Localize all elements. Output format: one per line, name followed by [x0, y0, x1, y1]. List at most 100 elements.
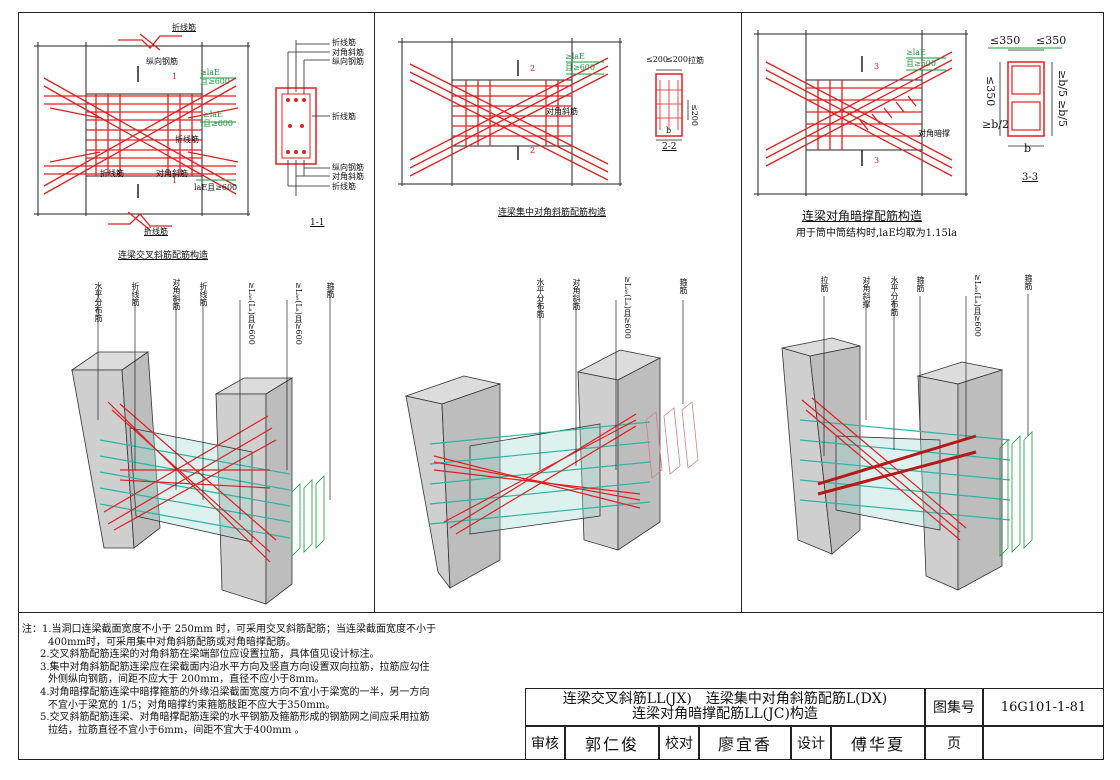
p1-iso-label-6: 箍筋 — [326, 282, 335, 298]
tb-atlas-label: 图集号 — [925, 688, 983, 726]
note-line-4: 外侧纵向钢筋，间距不应大于 200mm，直径不应小于8mm。 — [48, 674, 325, 686]
p1-caption: 连梁交叉斜筋配筋构造 — [118, 251, 209, 261]
panel-divider-2 — [741, 12, 742, 612]
panel2-elevation — [398, 38, 622, 186]
tb-page-label: 页 — [925, 726, 983, 760]
section-2-2 — [655, 69, 689, 141]
panel2-iso-bars — [429, 300, 699, 535]
p2-iso-label-0: 水平分布筋 — [536, 278, 545, 318]
notes-divider — [18, 612, 1104, 613]
p2-dim3: ≤200 — [690, 104, 699, 126]
tb-title: 连梁交叉斜筋LL(JX) 连梁集中对角斜筋配筋L(DX) 连梁对角暗撑配筋LL(… — [525, 688, 925, 726]
section-label-2-2: 2-2 — [662, 142, 677, 152]
p2-anchorb: 且≥600 — [565, 63, 595, 72]
note-line-0: 注：1.当洞口连梁截面宽度不小于 250mm 时，可采用交叉斜筋配筋；当连梁截面… — [22, 624, 436, 635]
panel1-elevation — [34, 42, 250, 216]
note-line-5: 4.对角暗撑配筋连梁中暗撑箍筋的外缘沿梁截面宽度方向不宜小于梁宽的一半，另一方向 — [40, 686, 430, 698]
sec1-label-0: 折线筋 — [332, 38, 356, 47]
panel2-dims — [566, 61, 604, 75]
p3-caption: 连梁对角暗撑配筋构造 — [802, 209, 923, 223]
p1-label-zhexian-mid: 折线筋 — [175, 135, 199, 144]
tb-design-name: 傅华夏 — [831, 726, 925, 760]
panel2-iso — [404, 349, 662, 590]
panel3-iso — [781, 337, 1004, 591]
p2-mark-top: 2 — [530, 64, 536, 73]
p3-iso-label-5: 箍筋 — [1024, 274, 1033, 290]
p3-mark-top: 3 — [874, 62, 880, 71]
panel3-dims — [906, 57, 946, 71]
p3-subcaption: 用于筒中筒结构时,laE均取为1.15la — [796, 228, 958, 239]
p1-iso-label-3: 折线筋 — [199, 282, 208, 306]
sec1-label-3: 折线筋 — [332, 112, 356, 121]
p2-caption: 连梁集中对角斜筋配筋构造 — [498, 208, 607, 218]
p3-anchorb: 且≥600 — [906, 59, 936, 68]
section-label-3-3: 3-3 — [1022, 172, 1039, 183]
p1-iso-label-4: ≥Lₐₑ(Lₐ)且≥600 — [247, 282, 256, 345]
tb-atlas-no: 16G101-1-81 — [983, 688, 1104, 726]
p1-mark-bot: 1 — [172, 176, 178, 185]
p3-d2: ≤350 — [1036, 34, 1067, 47]
panel3-iso-bars — [799, 294, 1033, 557]
tb-check-name: 廖宜香 — [699, 726, 791, 760]
p1-iso-label-2: 对角斜筋 — [172, 278, 181, 310]
panel3-elevation — [754, 30, 968, 196]
p2-diag: 对角斜筋 — [546, 107, 578, 116]
p1-label-zhexian-top: 折线筋 — [172, 23, 196, 32]
tb-review-name: 郭仁俊 — [565, 726, 659, 760]
p2-iso-label-3: 箍筋 — [679, 278, 688, 294]
p3-mark-bot: 3 — [874, 156, 880, 165]
p2-iso-label-2: ≥Lₐₑ(Lₐ)且≥600 — [623, 276, 632, 339]
p1-anchor3: laE且≥600 — [194, 183, 238, 192]
p1-label-zongxiang: 纵向钢筋 — [146, 57, 178, 66]
p3-iso-label-3: 箍筋 — [916, 276, 925, 292]
p1-label-duijiao-bot: 对角斜筋 — [156, 169, 188, 178]
p3-d5: ≥b/5 — [1056, 100, 1069, 127]
panel3-rebars — [765, 51, 953, 177]
p2-anchor: ≥laE — [565, 52, 585, 61]
notes: 注：1.当洞口连梁截面宽度不小于 250mm 时，可采用交叉斜筋配筋；当连梁截面… — [22, 624, 522, 737]
p3-d4: ≥b/5 — [1056, 70, 1069, 97]
p3-diag: 对角暗撑 — [918, 129, 950, 138]
p3-d1: ≤350 — [990, 34, 1021, 47]
sec1-label-5: 对角斜筋 — [332, 172, 364, 181]
p1-anchor2b: 且≥600 — [203, 119, 233, 128]
sec1-label-4: 纵向钢筋 — [332, 163, 364, 172]
panel-divider-1 — [374, 12, 375, 612]
p2-lajin: 拉筋 — [688, 56, 704, 65]
p2-mark-bot: 2 — [530, 146, 536, 155]
panel1-iso — [70, 351, 294, 605]
p3-iso-label-0: 拉筋 — [820, 276, 829, 292]
tb-title-line1: 连梁交叉斜筋LL(JX) 连梁集中对角斜筋配筋L(DX) — [562, 691, 888, 707]
panel2-rebars — [409, 57, 609, 181]
tb-title-line2: 连梁对角暗撑配筋LL(JC)构造 — [632, 706, 818, 722]
p3-b: b — [1024, 142, 1032, 155]
sec1-label-6: 折线筋 — [332, 182, 356, 191]
p3-d3: ≤350 — [984, 76, 997, 107]
title-block: 连梁交叉斜筋LL(JX) 连梁集中对角斜筋配筋L(DX) 连梁对角暗撑配筋LL(… — [525, 688, 1104, 760]
p1-anchor1: ≥laE — [200, 68, 220, 77]
p2-b: b — [666, 126, 672, 135]
sec1-label-2: 纵向钢筋 — [332, 57, 364, 66]
note-line-2: 2.交叉斜筋配筋连梁的对角斜筋在梁端部位应设置拉筋，具体值见设计标注。 — [40, 649, 380, 661]
section-1-1 — [275, 40, 330, 196]
p3-d6: ≥b/2 — [982, 118, 1009, 131]
tb-check-label: 校对 — [659, 726, 699, 760]
p3-iso-label-2: 水平分布筋 — [890, 276, 899, 316]
panel1-dims — [196, 77, 236, 181]
p1-mark-top: 1 — [172, 72, 178, 81]
section-3-3 — [988, 47, 1062, 147]
note-line-7: 5.交叉斜筋配筋连梁、对角暗撑配筋连梁的水平钢筋及箍筋形成的钢筋网之间应采用拉筋 — [40, 712, 430, 724]
p1-anchor1b: 且≥600 — [200, 77, 230, 86]
p1-iso-label-0: 水平分布筋 — [94, 282, 103, 322]
panel1-rebars — [43, 33, 239, 231]
p3-iso-label-1: 对角斜撑 — [862, 276, 871, 308]
note-line-8: 拉结，拉筋直径不宜小于6mm，间距不宜大于400mm 。 — [48, 724, 305, 736]
panel1-iso-bars — [97, 290, 331, 563]
p1-iso-label-1: 折线筋 — [131, 282, 140, 306]
p1-iso-label-5: ≥Lₐₑ(Lₐ)且≥600 — [294, 282, 303, 345]
p2-dim1: ≤200 — [646, 55, 668, 64]
tb-design-label: 设计 — [791, 726, 831, 760]
p2-dim2: ≤200 — [666, 55, 688, 64]
p3-iso-label-4: ≥Lₐₑ(Lₐ)且≥600 — [973, 274, 982, 337]
section-label-1-1: 1-1 — [310, 218, 325, 228]
